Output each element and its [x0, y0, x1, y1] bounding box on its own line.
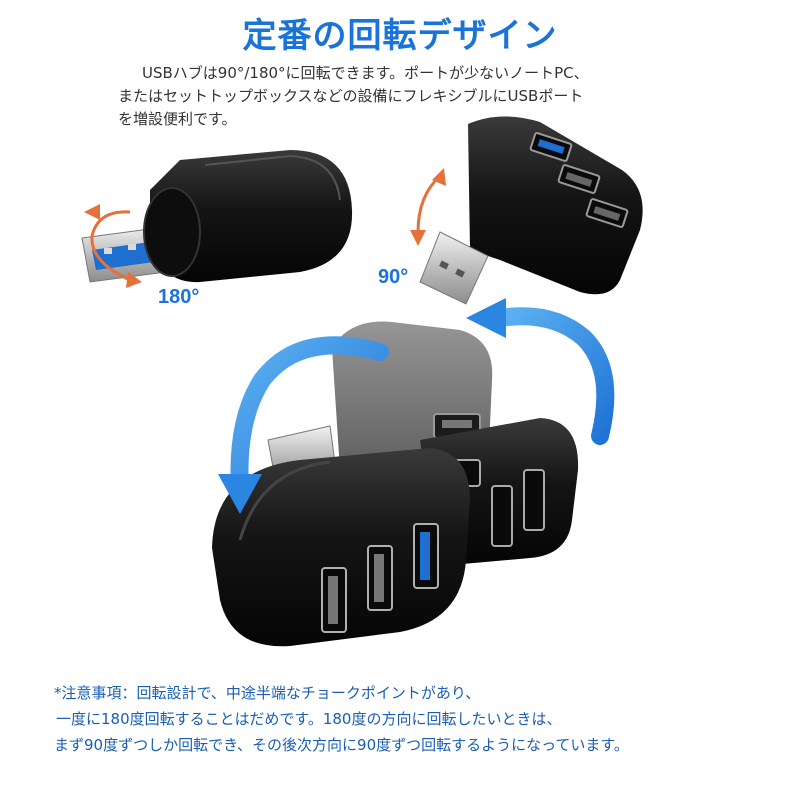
intro-line: を増設便利です。: [118, 110, 237, 128]
rotate-arrow-icon: [90, 210, 131, 282]
rotation-label-180: 180°: [158, 286, 200, 308]
rotation-arrow-icon: [230, 336, 389, 499]
hub-180-view: [81, 150, 353, 288]
intro-line: またはセットトップボックスなどの設備にフレキシブルにUSBポート: [118, 87, 584, 105]
hub-body: [468, 116, 643, 295]
rotation-arrow-icon: [491, 307, 615, 445]
page-title: 定番の回転デザイン: [242, 16, 558, 56]
note-line: *注意事項：回転設計で、中途半端なチョークポイントがあり、: [54, 684, 481, 702]
caution-note: *注意事項：回転設計で、中途半端なチョークポイントがあり、 一度に180度回転す…: [54, 680, 794, 758]
hub-90-view: [410, 116, 643, 305]
rotation-label-90: 90°: [378, 266, 409, 288]
usb-plug: [419, 231, 489, 305]
rotate-arrow-icon: [416, 174, 442, 233]
note-line: まず90度ずつしか回転でき、その後次方向に90度ずつ回転するようになっています。: [54, 736, 629, 754]
note-line: 一度に180度回転することはだめです。180度の方向に回転したいときは、: [56, 710, 562, 728]
intro-text: USBハブは90°/180°に回転できます。ポートが少ないノートPC、 またはセ…: [118, 62, 678, 131]
hub-body-front: [212, 448, 470, 647]
hub-body: [150, 150, 353, 283]
hub-main-view: [212, 298, 615, 647]
intro-line: USBハブは90°/180°に回転できます。ポートが少ないノートPC、: [142, 64, 589, 82]
